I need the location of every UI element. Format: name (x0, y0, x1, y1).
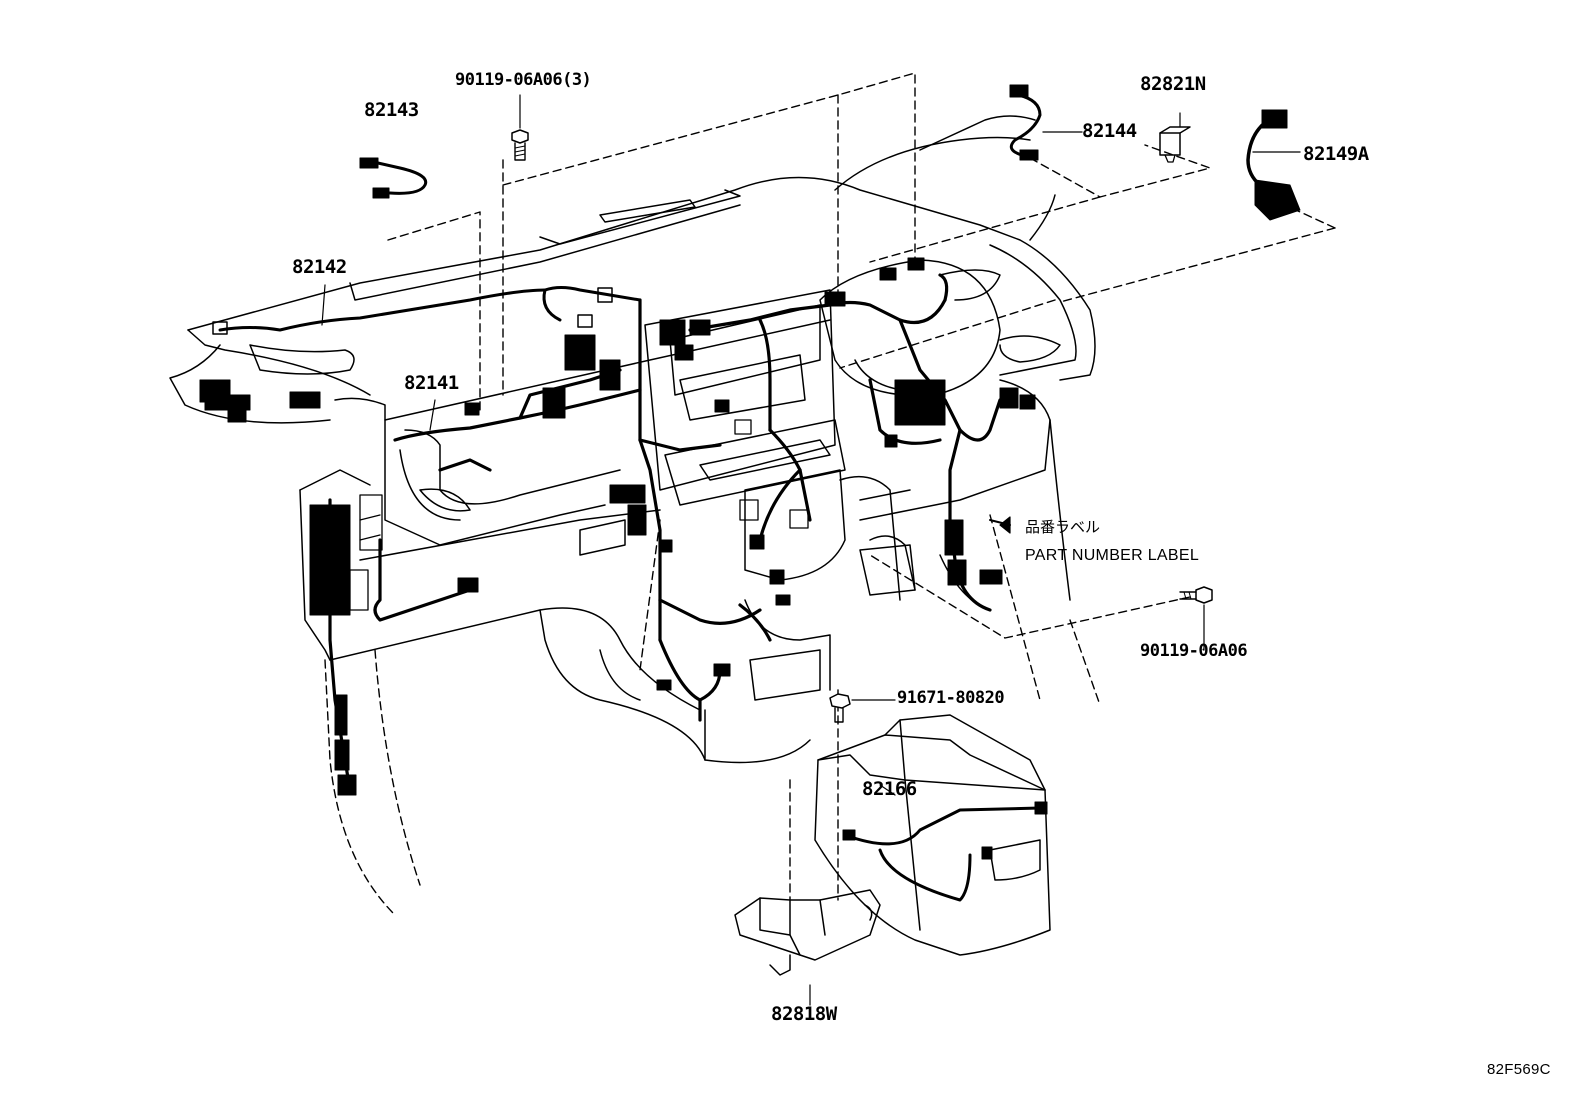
part-82821N-clip (1159, 112, 1191, 163)
part-number-label-note-en: PART NUMBER LABEL (1025, 547, 1200, 564)
dashed-leaders (324, 72, 1336, 916)
bolt-90119-top (511, 94, 529, 161)
part-label-82821N: 82821N (1140, 73, 1206, 95)
part-label-82141: 82141 (404, 372, 459, 394)
label-leaders (321, 284, 1011, 534)
part-label-82818W: 82818W (771, 1003, 837, 1025)
part-label-82144: 82144 (1082, 120, 1137, 142)
harness-82141 (328, 273, 1002, 792)
part-number-label-note-jp: 品番ラベル (1025, 518, 1101, 536)
part-82166-console (814, 714, 1051, 956)
connector-details (349, 419, 809, 611)
part-82143-harness (359, 157, 428, 199)
figure-code: 82F569C (1487, 1061, 1551, 1078)
part-label-90119-06A06: 90119-06A06 (1140, 641, 1248, 661)
part-label-82166: 82166 (862, 778, 917, 800)
bolt-90119-right (1179, 586, 1213, 651)
part-label-90119-06A06-3: 90119-06A06(3) (455, 70, 592, 90)
part-label-82142: 82142 (292, 256, 347, 278)
part-82149A-harness (1246, 109, 1301, 221)
part-label-82149A: 82149A (1303, 143, 1369, 165)
screw-91671 (829, 693, 896, 723)
harness-82142 (212, 286, 642, 335)
dashboard-body (169, 115, 1096, 764)
part-82818W-bracket (734, 889, 881, 1006)
part-label-91671-80820: 91671-80820 (897, 688, 1005, 708)
part-82144-harness (1009, 84, 1083, 161)
part-label-82143: 82143 (364, 99, 419, 121)
harness-connectors (199, 257, 1036, 796)
